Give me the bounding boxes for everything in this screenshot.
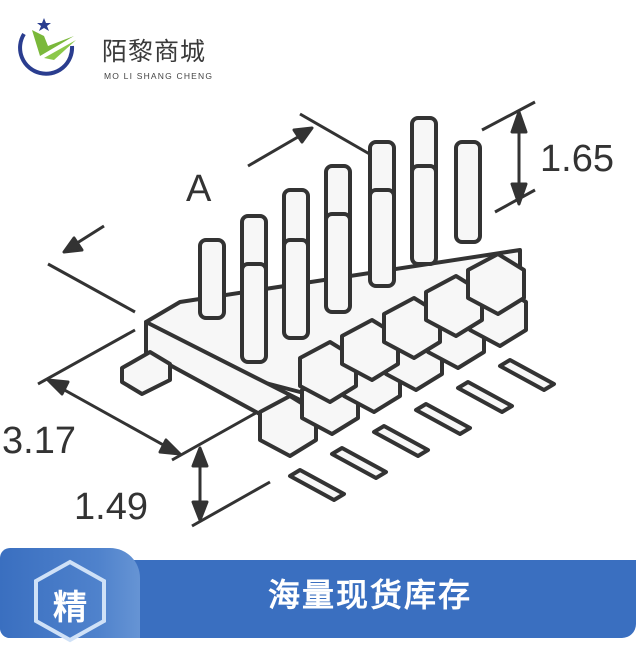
banner-text: 海量现货库存 bbox=[267, 576, 472, 614]
brand-name-cn: 陌黎商城 bbox=[102, 37, 207, 66]
dimension-165-lines bbox=[481, 100, 536, 214]
dimension-label-pin-height: 1.65 bbox=[540, 138, 614, 180]
dimension-317-lines bbox=[37, 328, 271, 462]
stock-banner: 精 海量现货库存 bbox=[0, 540, 640, 643]
dimension-label-row-depth: 3.17 bbox=[2, 420, 76, 462]
brand-logo: 陌黎商城 MO LI SHANG CHENG bbox=[14, 14, 214, 81]
brand-name-en: MO LI SHANG CHENG bbox=[104, 71, 214, 81]
banner-badge-tab: 精 bbox=[0, 548, 140, 643]
pin-tails bbox=[288, 358, 556, 502]
dimension-a-lines bbox=[47, 112, 381, 314]
dimension-label-base-height: 1.49 bbox=[74, 486, 148, 528]
badge-char: 精 bbox=[53, 588, 87, 628]
pins-front-row bbox=[240, 164, 438, 364]
dimension-label-a: A bbox=[186, 168, 212, 210]
pin-header-drawing bbox=[37, 100, 556, 528]
brand-logo-icon bbox=[18, 18, 76, 76]
pin-bends bbox=[258, 252, 528, 458]
hexagon-badge: 精 bbox=[32, 558, 108, 644]
dimension-149-lines bbox=[191, 446, 271, 528]
